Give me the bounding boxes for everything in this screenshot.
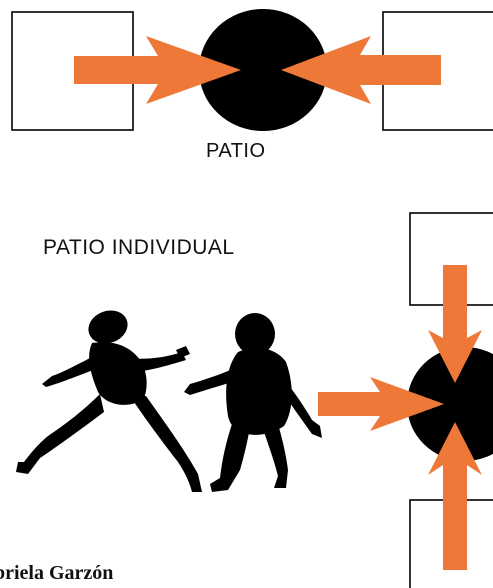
author-label: briela Garzón — [0, 562, 114, 584]
arrow-from-children-to-circle — [318, 377, 444, 431]
patio-individual-label: PATIO INDIVIDUAL — [43, 236, 235, 259]
arrow-left-to-center — [74, 36, 241, 104]
patio-label: PATIO — [206, 140, 266, 162]
individual-patio-circle — [407, 347, 493, 461]
arrow-down-to-circle — [428, 265, 482, 383]
patio-individual-diagram — [318, 212, 493, 588]
arrow-up-to-circle — [428, 422, 482, 570]
jumping-child-silhouette — [184, 313, 322, 492]
running-child-silhouette — [16, 310, 202, 492]
children-silhouettes — [16, 310, 322, 492]
arrow-right-to-center — [281, 36, 441, 104]
central-patio-circle — [199, 9, 327, 131]
patio-diagram — [11, 9, 493, 131]
